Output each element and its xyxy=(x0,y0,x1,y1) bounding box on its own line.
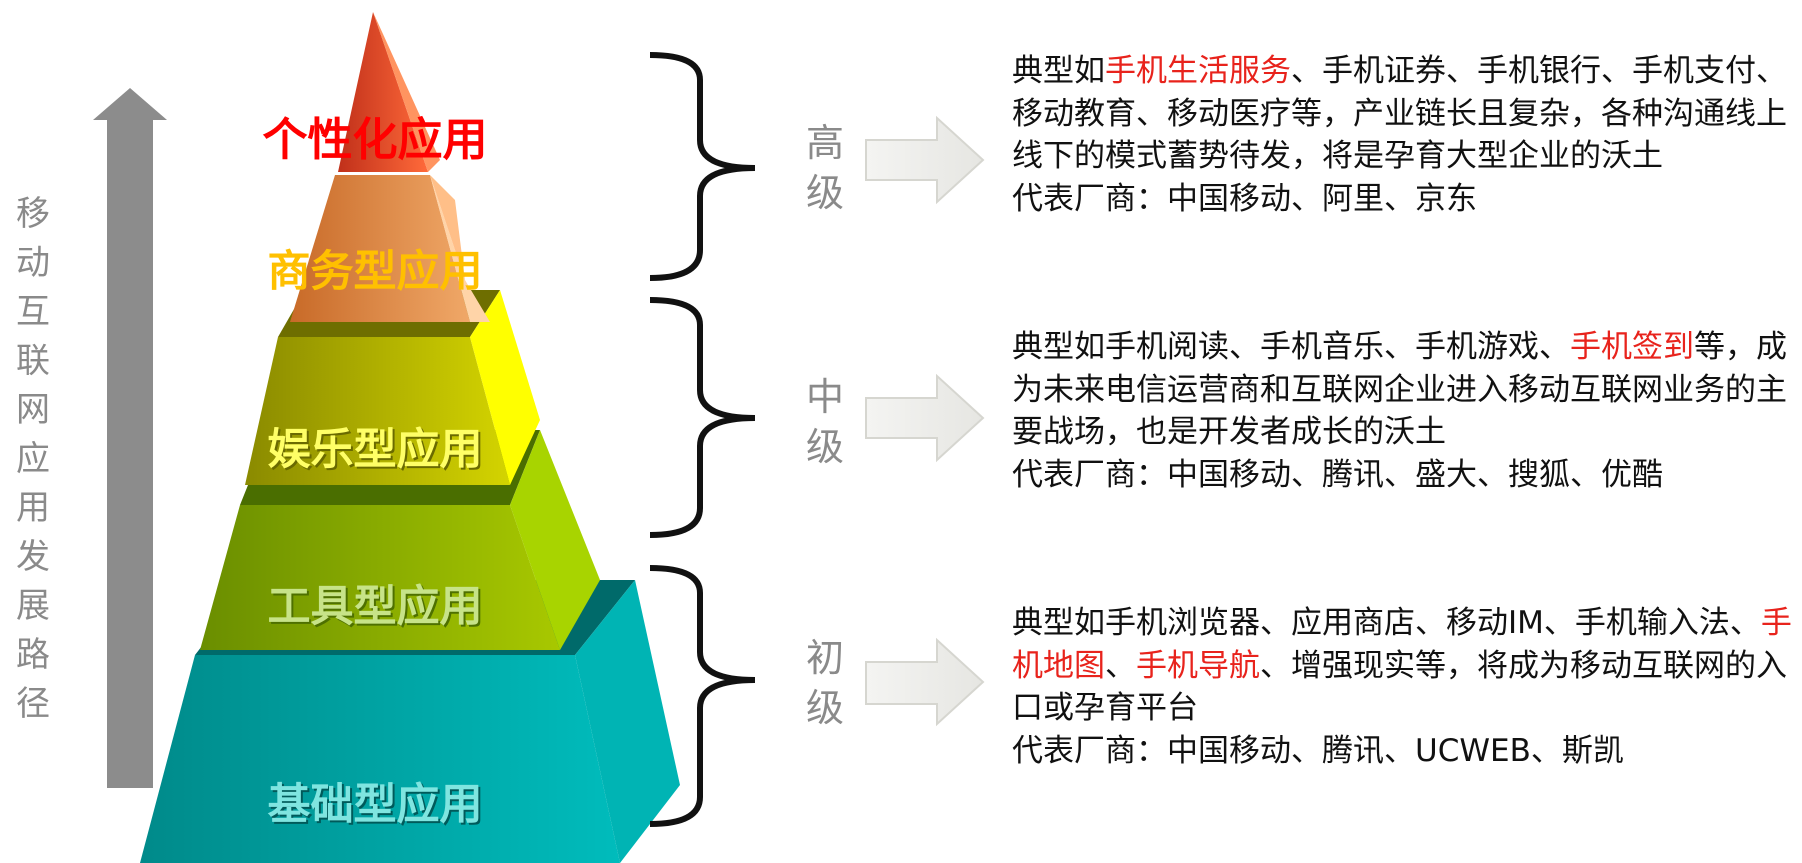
level-description-high: 典型如手机生活服务、手机证券、手机银行、手机支付、移动教育、移动医疗等，产业链长… xyxy=(1012,50,1792,220)
description-paragraph: 典型如手机浏览器、应用商店、移动IM、手机输入法、手机地图、手机导航、增强现实等… xyxy=(1012,605,1792,726)
layer-label-business: 商务型应用 xyxy=(267,247,483,297)
upward-path-arrow xyxy=(93,88,167,788)
vendors-line: 代表厂商：中国移动、腾讯、UCWEB、斯凯 xyxy=(1012,732,1624,769)
vendors-line: 代表厂商：中国移动、阿里、京东 xyxy=(1012,180,1477,217)
pyramid-layer-personal xyxy=(338,12,440,172)
pyramid-layer-business xyxy=(290,175,490,322)
brace-high xyxy=(649,52,756,281)
brace-low xyxy=(649,565,756,827)
layer-label-basic: 基础型应用 xyxy=(267,780,483,830)
level-label-mid: 中 级 xyxy=(805,375,844,469)
arrow-right-icon xyxy=(865,373,985,463)
vendors-line: 代表厂商：中国移动、腾讯、盛大、搜狐、优酷 xyxy=(1012,456,1663,493)
layer-label-tool: 工具型应用 xyxy=(267,582,483,632)
level-description-mid: 典型如手机阅读、手机音乐、手机游戏、手机签到等，成为未来电信运营商和互联网企业进… xyxy=(1012,326,1792,496)
level-description-low: 典型如手机浏览器、应用商店、移动IM、手机输入法、手机地图、手机导航、增强现实等… xyxy=(1012,602,1792,772)
layer-label-personal: 个性化应用 xyxy=(262,113,488,166)
brace-mid xyxy=(649,297,756,538)
level-label-low: 初 级 xyxy=(805,636,844,730)
description-paragraph: 典型如手机阅读、手机音乐、手机游戏、手机签到等，成为未来电信运营商和互联网企业进… xyxy=(1012,329,1787,450)
arrow-right-icon xyxy=(865,115,985,205)
description-paragraph: 典型如手机生活服务、手机证券、手机银行、手机支付、移动教育、移动医疗等，产业链长… xyxy=(1012,53,1787,174)
path-vertical-label: 移 动 互 联 网 应 用 发 展 路 径 xyxy=(16,194,50,724)
level-label-high: 高 级 xyxy=(805,121,844,215)
layer-label-entertainment: 娱乐型应用 xyxy=(267,425,483,475)
arrow-right-icon xyxy=(865,637,985,727)
